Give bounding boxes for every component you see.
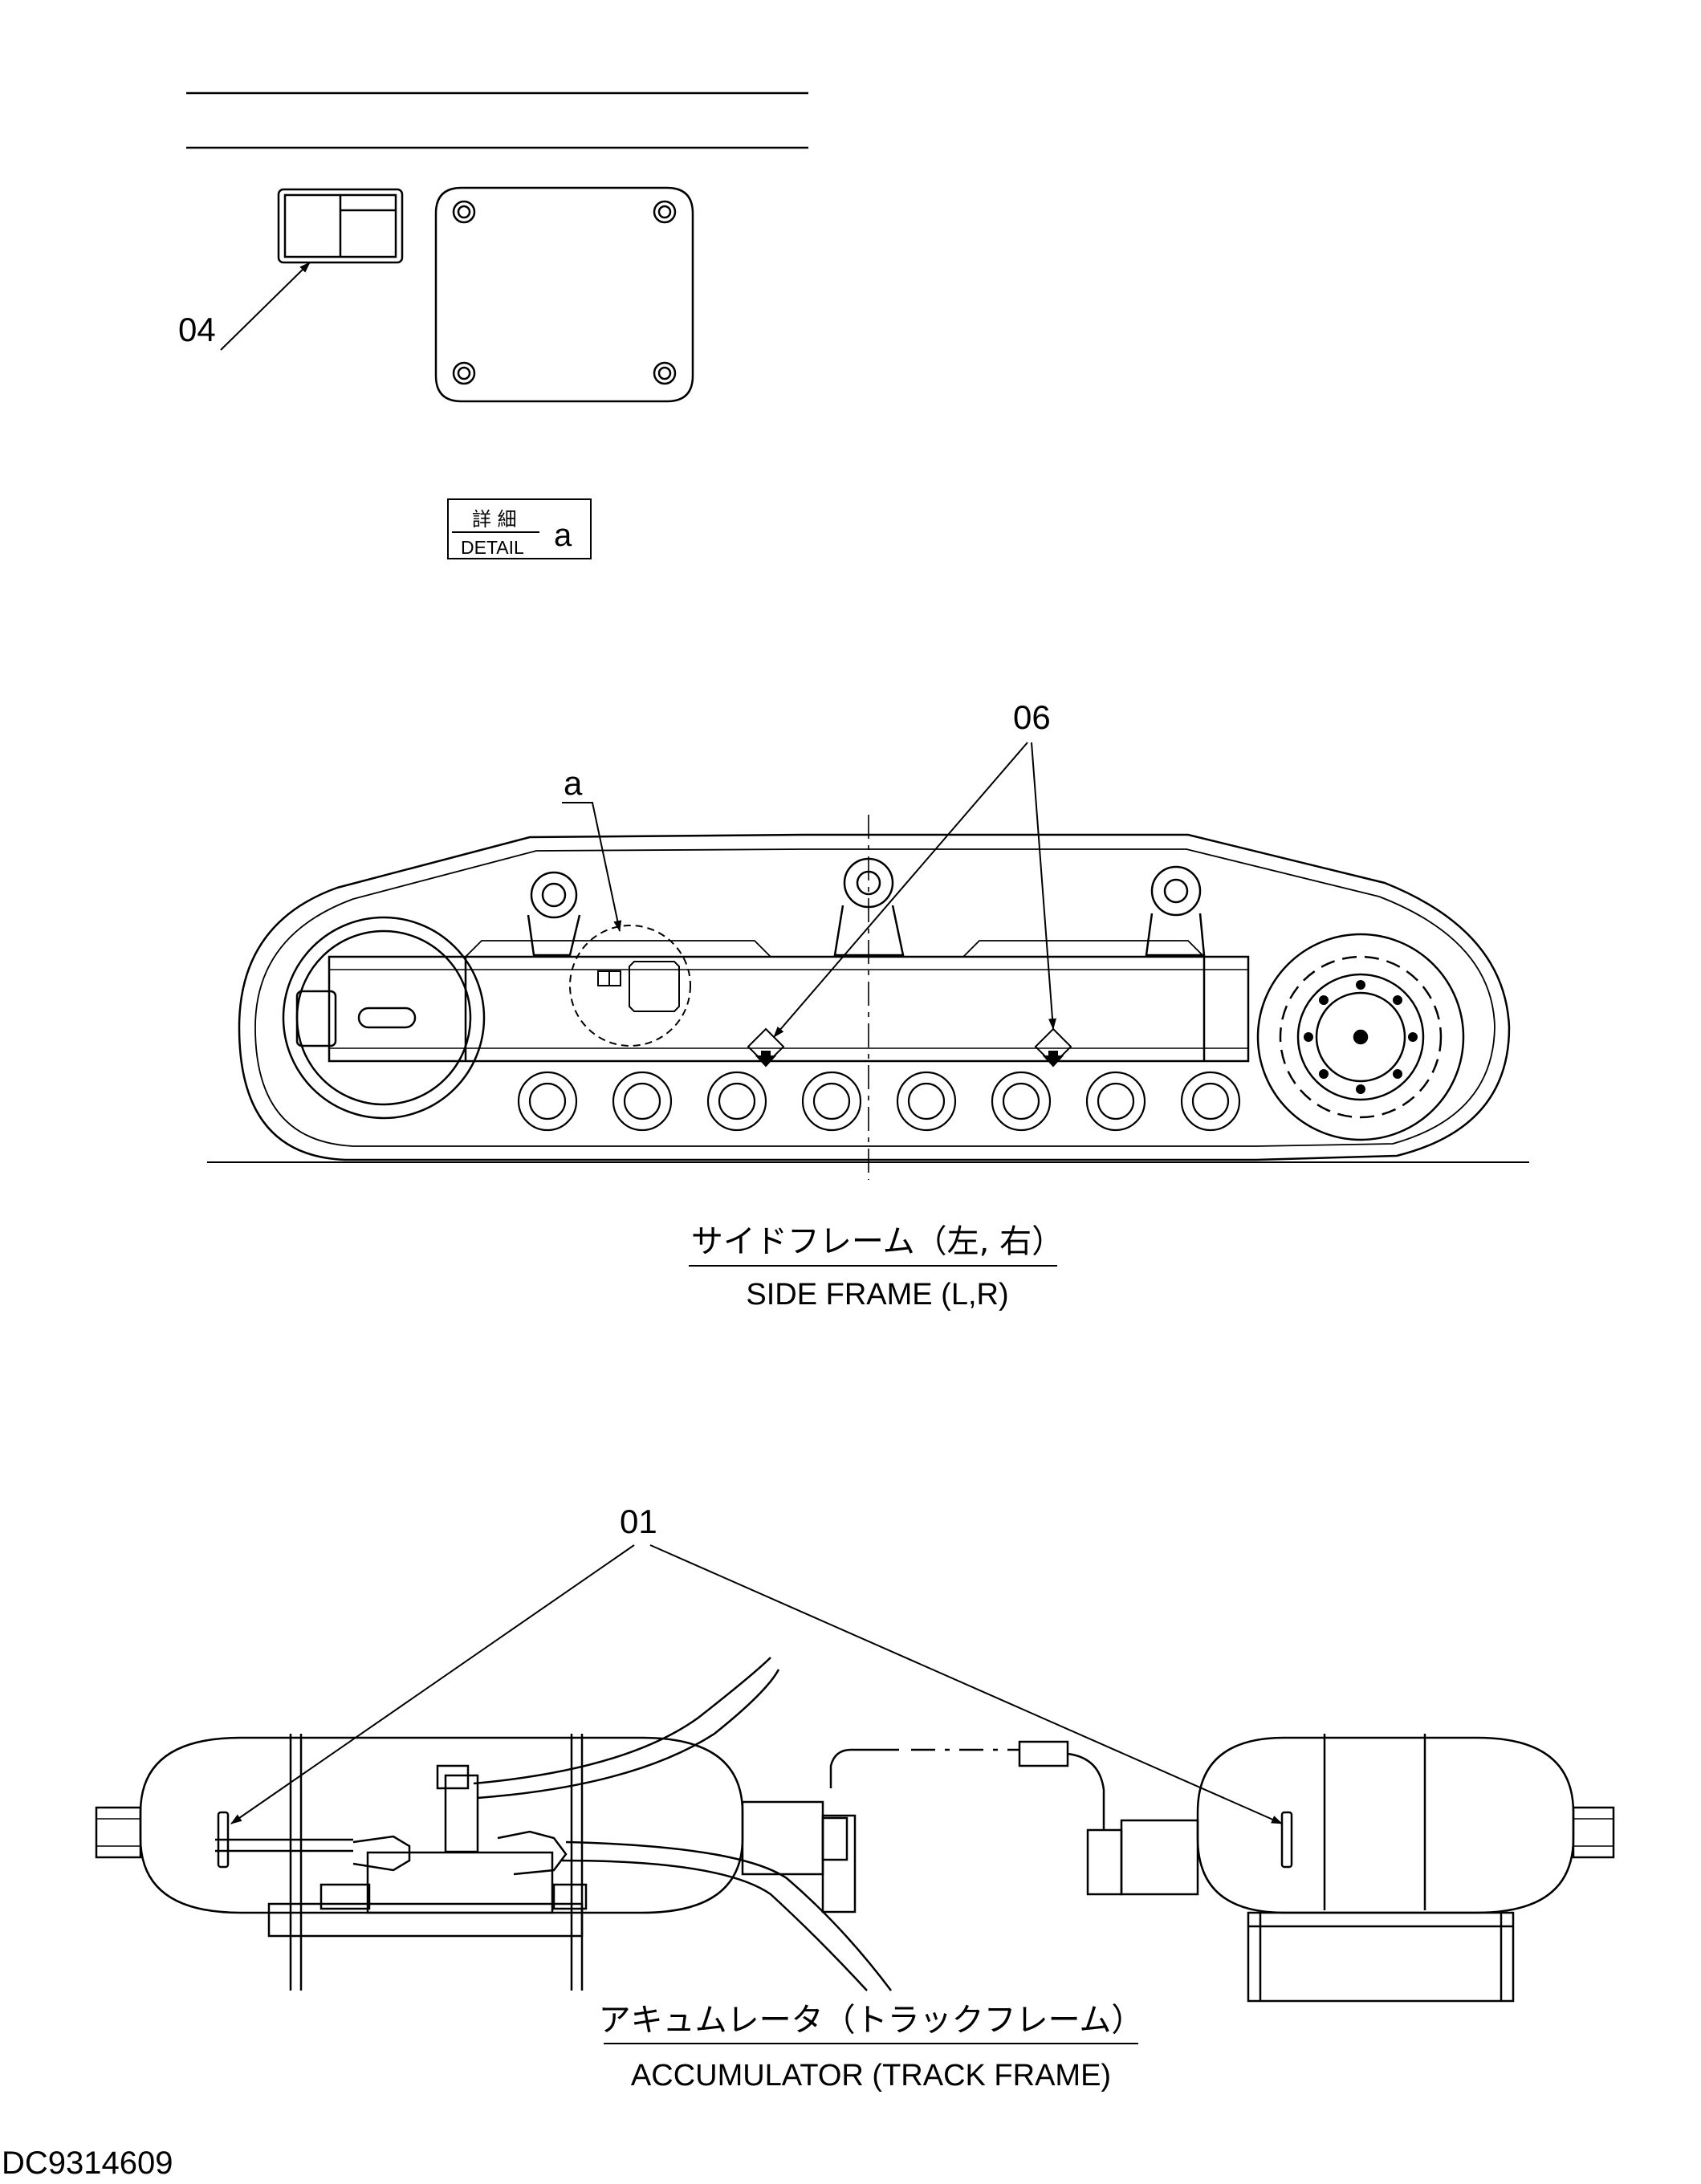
accumulator-tank-right bbox=[1196, 1736, 1575, 1914]
sprocket-wheel bbox=[1256, 933, 1465, 1141]
leader-06-left bbox=[773, 742, 1028, 1038]
callout-a: a bbox=[564, 764, 583, 802]
leader-01-left bbox=[230, 1544, 635, 1824]
carrier-roller-3 bbox=[1145, 865, 1206, 957]
track-outline bbox=[238, 833, 1511, 1161]
drawing-number: DC9314609 bbox=[2, 2145, 173, 2181]
side-frame-caption-en: SIDE FRAME (L,R) bbox=[746, 1278, 1008, 1312]
idler-wheel bbox=[282, 916, 486, 1120]
leader-01-right bbox=[649, 1544, 1283, 1824]
cover-plate-icon bbox=[434, 186, 694, 403]
detail-letter: a bbox=[554, 518, 572, 553]
decal-04-icon bbox=[277, 188, 404, 264]
leader-04 bbox=[220, 262, 311, 351]
callout-04: 04 bbox=[178, 311, 216, 348]
leader-a bbox=[562, 802, 622, 932]
callout-01: 01 bbox=[620, 1503, 657, 1540]
detail-en: DETAIL bbox=[461, 537, 524, 558]
accumulator-caption-en: ACCUMULATOR (TRACK FRAME) bbox=[631, 2059, 1111, 2092]
decal-06-left-icon bbox=[747, 1027, 785, 1068]
accumulator-view bbox=[95, 1544, 1615, 2003]
side-frame-body bbox=[328, 955, 1250, 1063]
detail-jp: 詳 細 bbox=[472, 508, 517, 531]
detail-label-box: 詳 細 DETAIL a bbox=[447, 498, 592, 559]
decal-01-right-icon bbox=[1280, 1811, 1293, 1869]
accumulator-caption-jp: アキュムレータ（トラックフレーム） bbox=[599, 2002, 1144, 2039]
side-frame-caption: サイドフレーム（左, 右） SIDE FRAME (L,R) bbox=[689, 1223, 1064, 1312]
carrier-roller-1 bbox=[527, 871, 581, 957]
side-frame-view bbox=[207, 742, 1529, 1180]
detail-a-view bbox=[186, 92, 808, 403]
decal-06-right-icon bbox=[1034, 1027, 1072, 1068]
side-frame-caption-jp: サイドフレーム（左, 右） bbox=[691, 1223, 1064, 1260]
accumulator-caption: アキュムレータ（トラックフレーム） ACCUMULATOR (TRACK FRA… bbox=[599, 2002, 1144, 2092]
callout-06: 06 bbox=[1013, 698, 1051, 736]
track-rollers bbox=[517, 1071, 1241, 1132]
detail-a-circle bbox=[569, 925, 691, 1047]
track-inner bbox=[254, 848, 1495, 1147]
leader-06-right bbox=[1031, 742, 1057, 1030]
